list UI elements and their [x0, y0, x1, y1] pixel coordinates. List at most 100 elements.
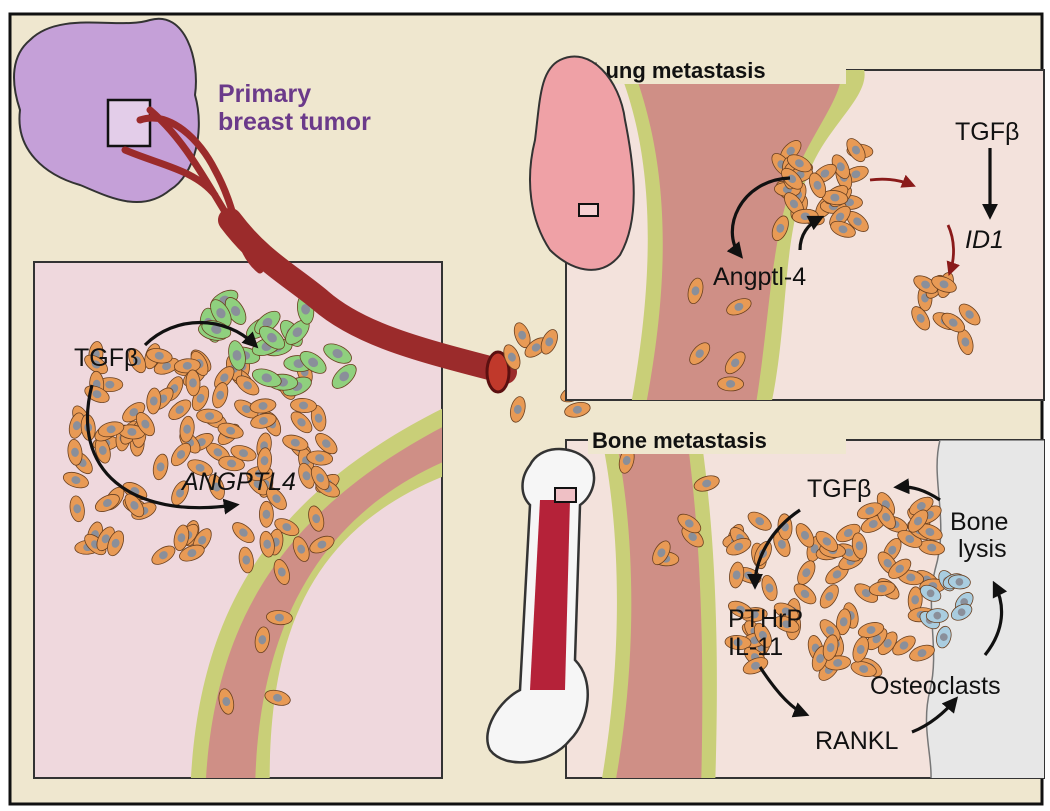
tumor-cell: [187, 459, 213, 477]
tumor-cell: [888, 558, 912, 579]
osteoclasts-to-lysis-arrow: [983, 580, 1008, 656]
vessel-opening: [485, 350, 511, 394]
osteoclast: [925, 608, 949, 624]
tumor-cell: [773, 602, 799, 621]
vessel-tumor-cells: [218, 546, 293, 715]
tumor-cell: [726, 298, 752, 316]
tumor-cell: [179, 415, 195, 443]
stromal-cell: [323, 343, 352, 364]
bone-matrix: [925, 440, 1044, 778]
lung-migration-arrow-1: [869, 174, 916, 188]
lung-migration-arrow-2: [946, 224, 960, 276]
tumor-cell: [208, 474, 225, 500]
tumor-cell: [822, 634, 839, 661]
tumor-cell: [309, 535, 335, 554]
tumor-cell: [62, 471, 89, 489]
tumor-cell: [135, 412, 155, 437]
tumor-cell: [69, 495, 85, 523]
tumor-cell: [819, 584, 839, 609]
tumor-cell: [97, 421, 125, 438]
tumor-vessel-lumen: [206, 427, 442, 778]
bone-tgfb-label: TGFβ: [807, 475, 871, 503]
tumor-cell: [677, 513, 702, 534]
angptl4-secreted-label: Angptl-4: [713, 263, 806, 291]
tumor-cell: [797, 560, 816, 586]
tumor-cell: [196, 408, 223, 424]
stromal-cell: [299, 351, 327, 374]
tumor-cell: [218, 688, 235, 715]
tumor-cell: [911, 306, 931, 331]
tumor-cell: [308, 505, 325, 532]
tumor-cell: [171, 480, 189, 506]
lung-tumor-cells: [687, 138, 981, 392]
tumor-cell: [230, 445, 257, 462]
tumor-cell: [850, 660, 877, 678]
tumor-cell: [124, 493, 145, 518]
tumor-cell: [909, 644, 935, 662]
tumor-cell: [618, 447, 635, 474]
tumor-cell: [212, 382, 229, 409]
tumor-cell: [173, 358, 201, 374]
lung-tgfb-label: TGFβ: [955, 118, 1019, 146]
lung-autocrine-arrow: [726, 176, 791, 259]
tumor-cell: [747, 511, 772, 531]
tumor-cell: [857, 622, 885, 638]
bone-lysis-label-line2: lysis: [958, 535, 1007, 563]
tumor-cell: [264, 689, 291, 706]
lung-extravasation-arrow: [798, 215, 825, 251]
tumor-cell: [786, 154, 812, 173]
tumor-cell: [724, 351, 746, 375]
lysis-to-tgfb-arrow: [893, 478, 941, 502]
tumor-cell: [84, 354, 108, 375]
tumor-cell: [235, 375, 260, 396]
tumor-cell: [67, 438, 83, 466]
tumor-cell: [693, 475, 720, 492]
tumor-cell: [892, 635, 916, 656]
tumor-cell: [259, 530, 275, 558]
tumor-cell: [851, 532, 868, 560]
stromal-cell: [251, 368, 282, 388]
stromal-cell: [224, 297, 247, 325]
tumor-cell: [290, 411, 313, 434]
tumor-cell: [907, 586, 923, 614]
tumor-cell: [315, 433, 338, 455]
tumor-cell: [68, 412, 85, 439]
lung-panel-title: Lung metastasis: [592, 58, 766, 83]
il11-label: IL-11: [728, 633, 783, 661]
tumor-cell: [250, 413, 277, 429]
lung-panel: Lung metastasis TGFβ ID1 Angptl-4: [565, 58, 1045, 401]
tumor-cell: [795, 523, 815, 548]
tumor-cell: [168, 399, 192, 420]
osteoclast-cluster: [919, 570, 974, 649]
lung-inset-box: [578, 203, 599, 217]
bone-panel: Bone metastasis TGFβ PTHrP IL-11 RANKL O…: [565, 428, 1045, 779]
pthrp-to-rankl-arrow: [758, 666, 810, 718]
bone-lysis-label-line1: Bone: [950, 508, 1008, 536]
primary-tumor-inset-box: [106, 98, 152, 148]
circulating-cell: [503, 344, 521, 370]
osteoclast: [950, 603, 973, 621]
tumor-cell: [836, 608, 852, 636]
tumor-cell: [249, 398, 277, 414]
circulating-cell: [513, 322, 531, 349]
circulating-cell: [509, 396, 526, 423]
tumor-cell: [266, 610, 293, 626]
tumor-cell: [257, 447, 272, 475]
tumor-cell: [298, 462, 315, 489]
bone-organ: [486, 447, 596, 764]
tumor-cell: [94, 437, 111, 464]
tumor-cell: [687, 277, 704, 305]
tumor-cell: [907, 509, 929, 533]
tumor-cell: [179, 544, 205, 562]
tumor-cell: [918, 539, 945, 556]
osteoclast: [948, 574, 971, 590]
tgfb-to-pthrp-arrow: [747, 508, 801, 590]
bone-inset-box: [554, 487, 577, 503]
tumor-cell: [857, 502, 883, 520]
tumor-cell: [931, 275, 957, 293]
tumor-cell: [815, 530, 839, 552]
tumor-cell: [808, 172, 827, 199]
osteoclast: [919, 584, 942, 602]
tumor-cell: [218, 455, 245, 472]
primary-tumor: Primary breast tumor: [13, 17, 517, 394]
